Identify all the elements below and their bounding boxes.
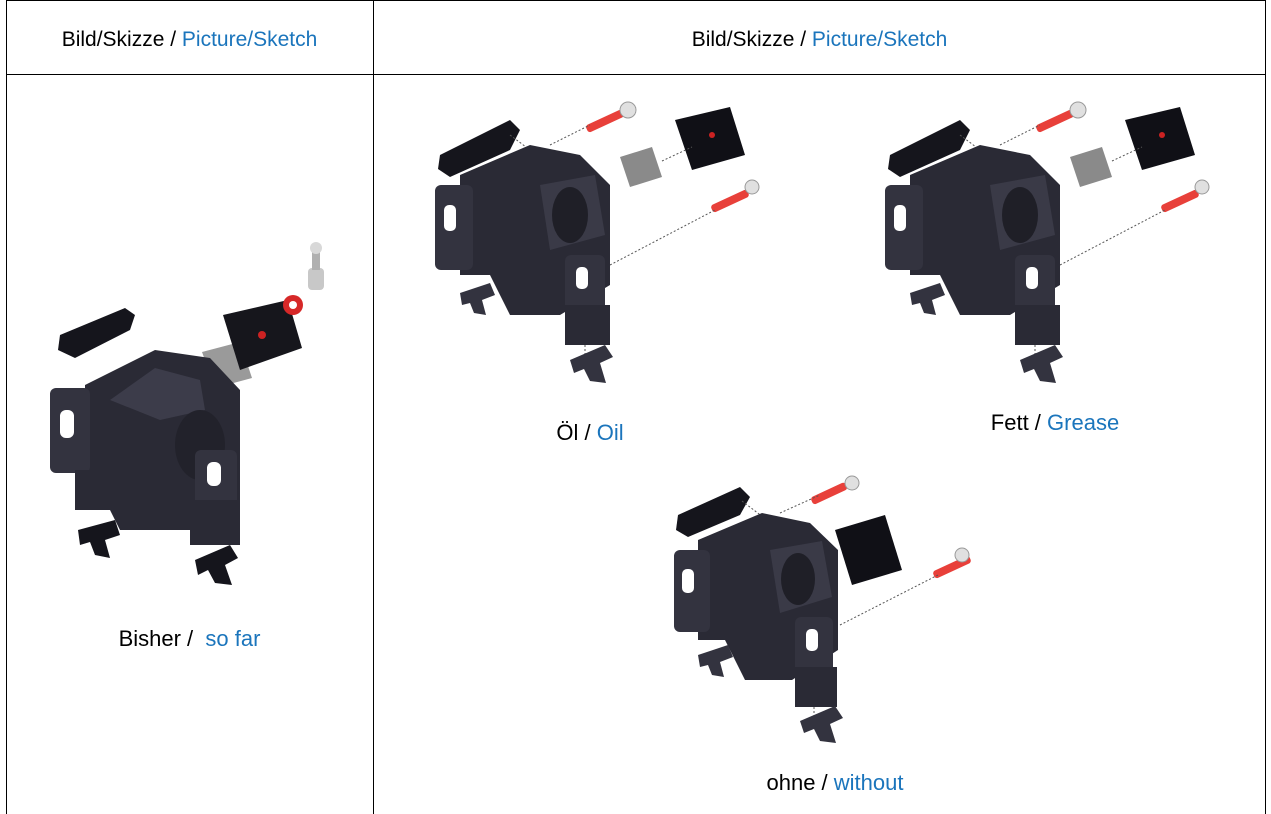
- assembly-illustration-oil: [435, 101, 760, 383]
- caption-oil-english: Oil: [596, 420, 624, 445]
- caption-so-far-english: so far: [205, 626, 261, 651]
- table-left-border: [6, 0, 7, 814]
- caption-oil-german: Öl /: [556, 420, 597, 445]
- header-cell-2: Bild/Skizze / Picture/Sketch: [374, 0, 1265, 79]
- caption-so-far-german: Bisher /: [118, 626, 200, 651]
- assembly-illustration-so-far: [50, 242, 324, 585]
- caption-so-far: Bisher / so far: [6, 626, 373, 652]
- caption-grease: Fett / Grease: [960, 410, 1150, 436]
- header-2-german: Bild/Skizze /: [691, 27, 807, 51]
- caption-oil: Öl / Oil: [520, 420, 660, 446]
- header-cell-1: Bild/Skizze / Picture/Sketch: [6, 0, 373, 79]
- assembly-illustration-without: [674, 475, 971, 743]
- header-1-english: Picture/Sketch: [181, 27, 318, 51]
- table-right-border: [1265, 0, 1266, 814]
- header-divider: [6, 74, 1266, 75]
- caption-without-english: without: [833, 770, 904, 795]
- caption-without: ohne / without: [720, 770, 950, 796]
- assembly-illustration-grease: [885, 101, 1210, 383]
- header-2-english: Picture/Sketch: [811, 27, 948, 51]
- caption-grease-german: Fett /: [990, 410, 1048, 435]
- caption-without-german: ohne /: [766, 770, 834, 795]
- header-1-german: Bild/Skizze /: [61, 27, 177, 51]
- table-top-border: [6, 0, 1266, 1]
- column-divider: [373, 0, 374, 814]
- caption-grease-english: Grease: [1047, 410, 1120, 435]
